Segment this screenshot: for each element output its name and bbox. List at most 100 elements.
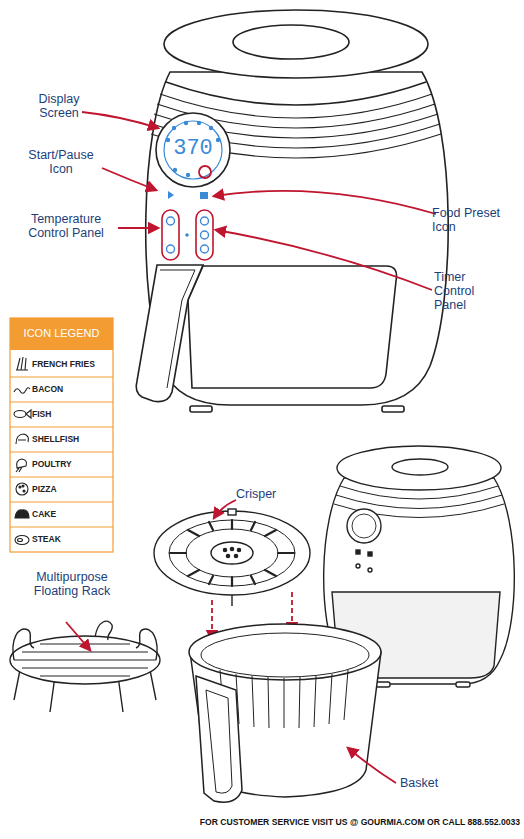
- crisper-plate: [228, 509, 236, 515]
- crisper-plate: [169, 520, 295, 586]
- air-fryer-body: [382, 406, 404, 412]
- display-bezel: [164, 121, 222, 179]
- display-bezel: [173, 168, 177, 172]
- part-label: Crisper: [236, 487, 296, 501]
- floating-rack: [10, 621, 160, 712]
- crisper-plate: [230, 547, 233, 550]
- legend-icon: [16, 483, 28, 495]
- floating-rack: [14, 644, 156, 676]
- legend-icon: [16, 357, 28, 370]
- legend-entry: BACON: [32, 384, 63, 394]
- control-panel: [168, 191, 174, 199]
- control-panel: [201, 231, 209, 239]
- leader-line: [118, 227, 158, 229]
- display-bezel: [216, 138, 220, 142]
- basket: [220, 670, 348, 728]
- display-bezel: [156, 113, 230, 187]
- part-label: Timer Control Panel: [434, 270, 490, 312]
- legend-frame: [10, 318, 113, 350]
- air-fryer-body: [166, 82, 426, 105]
- legend-entry: FISH: [32, 409, 51, 419]
- crisper-plate: [154, 509, 310, 606]
- display-bezel: [199, 166, 211, 178]
- legend-icon: [14, 357, 31, 545]
- legend-entry: CAKE: [32, 509, 56, 519]
- part-label: Display Screen: [28, 92, 90, 120]
- crisper-plate: [237, 548, 240, 551]
- control-panel: [201, 217, 209, 225]
- drawer-and-handle: [136, 265, 203, 402]
- air-fryer-body: [146, 72, 448, 405]
- control-panel: [185, 233, 189, 237]
- air-fryer-open: [356, 564, 360, 568]
- drawer-and-handle: [160, 270, 195, 388]
- leader-line: [348, 748, 396, 783]
- air-fryer-body: [164, 10, 428, 78]
- legend-icon: [23, 490, 25, 492]
- legend-icon: [15, 510, 29, 518]
- air-fryer-open: [352, 514, 376, 538]
- legend-icon: [18, 539, 23, 542]
- legend-entry: STEAK: [32, 534, 61, 544]
- legend-entry: PIZZA: [32, 484, 57, 494]
- legend-frame: [10, 377, 113, 527]
- crisper-plate: [170, 520, 294, 586]
- legend-title: ICON LEGEND: [10, 327, 113, 339]
- crisper-plate: [154, 511, 310, 595]
- basket: [196, 676, 242, 802]
- leader-line: [66, 112, 436, 783]
- floating-rack: [13, 629, 34, 660]
- control-panel: [201, 245, 209, 253]
- display-bezel: [197, 121, 201, 125]
- part-label: Food Preset Icon: [432, 206, 522, 234]
- air-fryer-open: [456, 682, 470, 687]
- crisper-plate: [223, 548, 226, 551]
- air-fryer-open: [392, 459, 448, 475]
- leader-line: [214, 191, 436, 214]
- drawer-and-handle: [188, 266, 397, 388]
- air-fryer-open: [337, 446, 501, 490]
- legend-icon: [22, 485, 24, 487]
- basket: [189, 624, 381, 802]
- basket: [201, 633, 369, 677]
- control-panel: [196, 210, 213, 260]
- air-fryer-open: [368, 552, 372, 556]
- part-label: Temperature Control Panel: [12, 212, 120, 240]
- display-bezel: [184, 121, 188, 125]
- crisper-plate: [234, 554, 237, 557]
- part-label: Basket: [400, 776, 460, 790]
- footer-note: FOR CUSTOMER SERVICE VISIT US @ GOURMIA.…: [150, 818, 520, 828]
- legend-icon: [19, 486, 21, 488]
- legend-icon: [14, 388, 30, 394]
- floating-rack: [136, 629, 157, 660]
- legend-entry: POULTRY: [32, 459, 72, 469]
- air-fryer-body: [190, 406, 212, 412]
- control-panel: [167, 245, 175, 253]
- air-fryer-open: [376, 682, 390, 687]
- legend-entry: FRENCH FRIES: [32, 359, 95, 369]
- display-bezel: [209, 126, 213, 130]
- leader-line: [102, 168, 156, 190]
- display-bezel: [166, 138, 170, 142]
- air-fryer-open: [340, 486, 498, 499]
- legend-frame: [10, 318, 113, 552]
- air-fryer-open: [336, 495, 502, 509]
- part-label: Start/Pause Icon: [20, 148, 102, 176]
- leader-line: [216, 230, 432, 290]
- display-bezel: [172, 126, 176, 130]
- air-fryer-body: [146, 10, 448, 412]
- air-fryer-open: [368, 568, 372, 572]
- drawer-and-handle: [136, 265, 396, 402]
- control-panel: [162, 191, 213, 260]
- legend-icon: [15, 536, 29, 545]
- leader-line: [214, 500, 236, 518]
- crisper-plate: [226, 554, 229, 557]
- air-fryer-open: [347, 509, 381, 543]
- part-label: Multipurpose Floating Rack: [24, 570, 120, 598]
- display-bezel: [156, 113, 230, 187]
- legend-icon: [16, 459, 27, 472]
- control-panel: [167, 217, 175, 225]
- control-panel: [200, 192, 208, 199]
- leader-line: [82, 112, 158, 128]
